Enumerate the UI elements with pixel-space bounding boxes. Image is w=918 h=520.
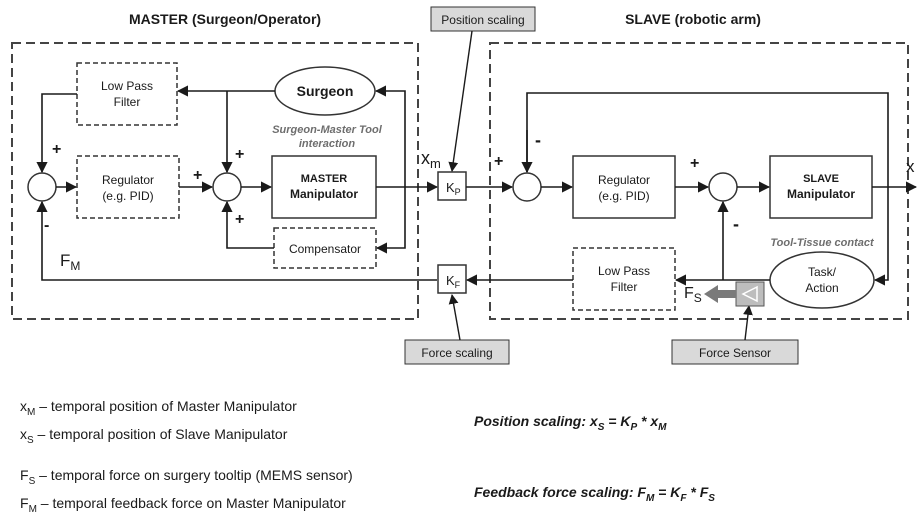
force-scaling-callout [404,339,510,365]
slave-wiring [465,92,918,286]
force-sensor-callout-label: Force Sensor [699,346,771,360]
surgeon-master-interaction-label-2: interaction [299,138,356,150]
task-action-node [769,251,875,309]
sign-plus-sum1-top: + [52,141,61,158]
master-low-pass-filter [76,62,178,126]
slave-regulator [572,155,676,219]
slave-regulator-label-1: Regulator [598,173,650,187]
task-action-label-1: Task/ [808,265,837,279]
master-manipulator-label-2: Manipulator [290,187,358,201]
position-scaling-pointer [448,30,473,172]
kp-gain-label: KP [446,180,461,197]
kf-gain-label: KF [446,273,461,290]
master-low-pass-label-1: Low Pass [101,79,153,93]
slave-output-x-label: x [906,157,915,176]
slave-manipulator-label-1: SLAVE [803,173,839,185]
sign-plus-sum2-bottom: + [235,211,244,228]
master-manipulator [271,155,377,219]
compensator-label: Compensator [289,242,361,256]
force-sensor-callout [671,339,799,365]
xm-signal-label: xm [421,148,441,171]
legend-xs: xS – temporal position of Slave Manipula… [20,426,288,446]
sign-minus-sum1-bottom: - [44,217,49,234]
fm-signal-label: FM [60,251,80,273]
legend-fs: FS – temporal force on surgery tooltip (… [20,467,353,487]
force-scaling-callout-label: Force scaling [421,346,492,360]
master-regulator [76,155,180,219]
sign-minus-slave-sum1-top: - [535,130,541,150]
master-frame [11,42,419,320]
master-heading: MASTER (Surgeon/Operator) [129,11,321,27]
feedback-force-scaling-formula: Feedback force scaling: FM = KF * FS [474,484,715,504]
surgeon-label: Surgeon [297,83,354,99]
kf-gain-block [437,264,467,294]
master-wiring [36,85,439,281]
force-sensor-pointer [743,305,753,341]
master-manipulator-label-1: MASTER [301,173,348,185]
master-low-pass-label-2: Filter [114,95,141,109]
slave-sum-junction-1 [512,172,542,202]
legend-xm: xM – temporal position of Master Manipul… [20,398,297,418]
sign-plus-slave-sum1-left: + [494,153,503,170]
slave-low-pass-label-1: Low Pass [598,264,650,278]
master-sum-junction-2 [212,172,242,202]
sign-minus-slave-sum2-bottom: - [733,214,739,234]
slave-sum-junction-2 [708,172,738,202]
master-regulator-label-2: (e.g. PID) [102,189,153,203]
force-sensor-icon [704,281,765,307]
surgeon-master-interaction-label-1: Surgeon-Master Tool [272,124,383,136]
position-scaling-callout-label: Position scaling [441,13,524,27]
master-regulator-label-1: Regulator [102,173,154,187]
sign-plus-sum2-top: + [235,146,244,163]
master-sum-junction-1 [27,172,57,202]
task-action-label-2: Action [805,281,838,295]
sign-plus-sum2-left: + [193,167,202,184]
slave-low-pass-label-2: Filter [611,280,638,294]
tool-tissue-contact-label: Tool-Tissue contact [770,237,875,249]
slave-heading: SLAVE (robotic arm) [625,11,761,27]
legend-fm: FM – temporal feedback force on Master M… [20,495,346,515]
sign-plus-slave-sum2-left: + [690,155,699,172]
fs-signal-label: FS [684,285,702,305]
position-scaling-callout [430,6,536,32]
position-scaling-formula: Position scaling: xS = KP * xM [474,413,667,433]
slave-frame [489,42,909,320]
teleoperation-block-diagram: MASTER (Surgeon/Operator) SLAVE (robotic… [11,6,918,365]
force-scaling-pointer [448,294,461,341]
kp-gain-block [437,171,467,201]
slave-low-pass-filter [572,247,676,311]
slave-regulator-label-2: (e.g. PID) [598,189,649,203]
slave-manipulator-label-2: Manipulator [787,187,855,201]
